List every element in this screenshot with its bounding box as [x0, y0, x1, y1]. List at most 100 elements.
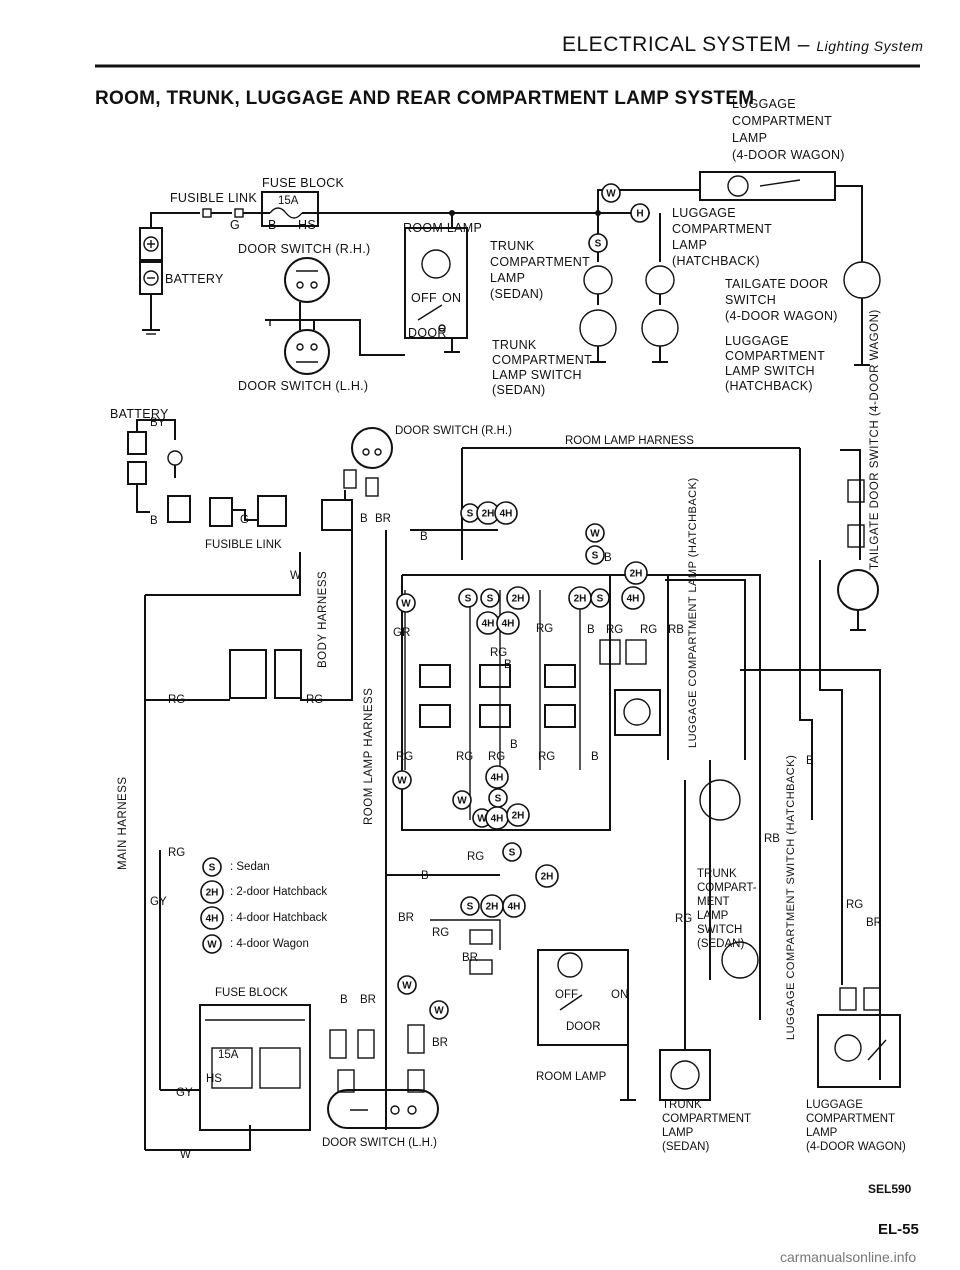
- door-switch-rh-symbol: [284, 257, 330, 303]
- variant-marker-text: S: [467, 902, 474, 913]
- variant-marker-2h: [624, 561, 648, 585]
- wire-label-b4: B: [604, 552, 612, 564]
- wire-label-rg8: RG: [456, 751, 474, 763]
- wire-label-rg11: RG: [467, 851, 485, 863]
- door-label: DOOR: [408, 326, 447, 340]
- variant-marker-4h: [494, 501, 518, 525]
- variant-marker-s: [460, 896, 480, 916]
- luggage-hatch-label: LUGGAGE COMPARTMENT LAMP (HATCHBACK): [672, 206, 773, 268]
- variant-marker-s: [502, 842, 522, 862]
- wire-label-b7: B: [510, 739, 518, 751]
- variant-marker-text: W: [606, 189, 616, 200]
- variant-marker-text: S: [597, 594, 604, 605]
- figure-code: SEL590: [868, 1182, 912, 1196]
- harness-battery-label: BATTERY: [110, 407, 169, 421]
- wire-label-br4: BR: [866, 917, 882, 929]
- trunk-lamp-sedan-label: TRUNK COMPARTMENT LAMP (SEDAN): [490, 239, 591, 301]
- legend-symbol: W: [207, 940, 217, 951]
- harness-fusible-link-label: FUSIBLE LINK: [205, 539, 282, 551]
- variant-marker-w: [452, 790, 472, 810]
- variant-marker-2h: [506, 586, 530, 610]
- battery-label: BATTERY: [165, 272, 224, 286]
- wire-label-br3: BR: [462, 952, 478, 964]
- wire-label-b5: B: [587, 624, 595, 636]
- variant-marker-w: [601, 183, 621, 203]
- variant-marker-w: [429, 1000, 449, 1020]
- wire-by-label: BY: [150, 417, 166, 429]
- hs-lower-label: HS: [206, 1073, 222, 1085]
- luggage-switch-hatch-vertical-label: LUGGAGE COMPARTMENT SWITCH (HATCHBACK): [785, 754, 797, 1040]
- room-lamp-lower-box: [537, 949, 629, 1046]
- wire-label-rg14: RG: [675, 913, 693, 925]
- legend-symbol: 2H: [206, 888, 219, 899]
- legend-item: : 4-door Hatchback: [230, 912, 328, 924]
- variant-marker-4h: [621, 586, 645, 610]
- header-section: ELECTRICAL SYSTEM: [562, 33, 792, 56]
- wire-label-rg2: RG: [606, 624, 624, 636]
- variant-marker-text: S: [509, 848, 516, 859]
- legend-symbol-circle: [200, 880, 224, 904]
- main-harness-label: MAIN HARNESS: [117, 776, 129, 870]
- variant-marker-text: 4H: [482, 619, 495, 630]
- variant-marker-w: [397, 975, 417, 995]
- trunk-lamp-sedan-lower: [659, 1049, 711, 1101]
- legend-symbol: 4H: [206, 914, 219, 925]
- trunk-lamp-sedan-lower-label: TRUNK COMPARTMENT LAMP (SEDAN): [662, 1099, 752, 1153]
- legend-item: : 2-door Hatchback: [230, 886, 328, 898]
- variant-marker-4h: [502, 894, 526, 918]
- variant-marker-text: S: [465, 594, 472, 605]
- luggage-lamp-hatch-symbol: [645, 265, 675, 295]
- variant-marker-text: 2H: [486, 902, 499, 913]
- variant-marker-w: [585, 523, 605, 543]
- wire-label-rg4: RG: [490, 647, 508, 659]
- legend-symbol: S: [209, 863, 216, 874]
- wire-b-label: B: [268, 218, 277, 232]
- variant-marker-text: 2H: [482, 509, 495, 520]
- variant-marker-text: W: [401, 599, 411, 610]
- watermark: carmanualsonline.info: [780, 1249, 917, 1265]
- trunk-switch-sedan-label: TRUNK COMPARTMENT LAMP SWITCH (SEDAN): [492, 338, 593, 397]
- fuse-block-label: FUSE BLOCK: [262, 176, 345, 190]
- room-lamp-lower-label: ROOM LAMP: [536, 1071, 607, 1083]
- room-lamp-harness-vertical-label: ROOM LAMP HARNESS: [363, 687, 375, 825]
- variant-marker-text: W: [477, 814, 487, 825]
- top-schematic: [139, 171, 881, 375]
- on-lower-label: ON: [611, 989, 629, 1001]
- page-title: ROOM, TRUNK, LUGGAGE AND REAR COMPARTMEN…: [95, 88, 755, 109]
- door-switch-rh-label: DOOR SWITCH (R.H.): [238, 242, 371, 256]
- door-switch-lh-lower: [327, 1089, 439, 1129]
- variant-marker-text: S: [592, 551, 599, 562]
- variant-marker-text: S: [487, 594, 494, 605]
- wire-label-b1: B: [150, 515, 158, 527]
- variant-marker-text: W: [434, 1006, 444, 1017]
- variant-marker-text: 2H: [541, 872, 554, 883]
- wire-label-b10: B: [421, 870, 429, 882]
- wire-label-b6: B: [504, 659, 512, 671]
- fusible-link-label: FUSIBLE LINK: [170, 191, 257, 205]
- fuse-block-box: [261, 191, 319, 227]
- room-lamp-harness-label: ROOM LAMP HARNESS: [565, 435, 694, 447]
- legend-item: : 4-door Wagon: [230, 938, 309, 950]
- legend-item: : Sedan: [230, 861, 270, 873]
- variant-marker-h: [630, 203, 650, 223]
- variant-marker-4h: [485, 765, 509, 789]
- legend-symbol-circle: [200, 906, 224, 930]
- wire-label-rb1: RB: [668, 624, 684, 636]
- variant-marker-text: 4H: [491, 773, 504, 784]
- variant-marker-2h: [506, 803, 530, 827]
- variant-marker-4h: [496, 611, 520, 635]
- room-lamp-label: ROOM LAMP: [403, 221, 483, 235]
- luggage-switch-hatch-label: LUGGAGE COMPARTMENT LAMP SWITCH (HATCHBA…: [725, 334, 826, 393]
- header-title: ELECTRICAL SYSTEM – Lighting System: [562, 34, 923, 55]
- variant-marker-text: H: [636, 209, 643, 220]
- variant-marker-text: 4H: [502, 619, 515, 630]
- luggage-lamp-hatch-vertical-label: LUGGAGE COMPARTMENT LAMP (HATCHBACK): [687, 477, 699, 748]
- variant-marker-s: [588, 233, 608, 253]
- variant-marker-text: 4H: [627, 594, 640, 605]
- variant-marker-text: 2H: [512, 811, 525, 822]
- wire-label-rg3: RG: [640, 624, 658, 636]
- fuse-15a-label: 15A: [278, 195, 299, 207]
- wire-label-rg5: RG: [168, 694, 186, 706]
- variant-marker-text: S: [495, 794, 502, 805]
